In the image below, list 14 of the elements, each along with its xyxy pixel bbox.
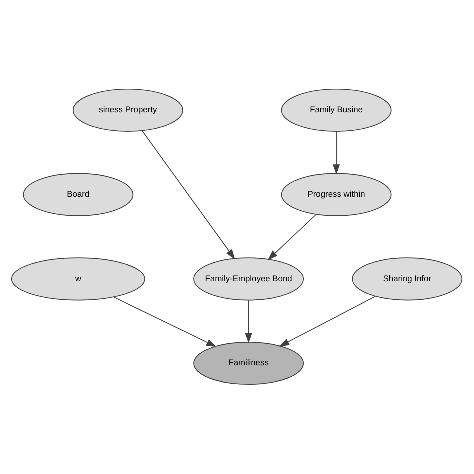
arrow [245, 300, 252, 344]
node-ellipse: Familiness [194, 342, 304, 386]
arrow [333, 131, 340, 175]
arrow [142, 130, 236, 260]
node-ellipse: Progress within [281, 173, 392, 216]
node-ellipse: w [11, 258, 146, 301]
node-ellipse: Board [23, 173, 134, 216]
arrow [279, 296, 376, 347]
arrow [113, 296, 217, 348]
node-ellipse: Family-Employee Bond [194, 258, 304, 301]
arrow [268, 214, 317, 260]
node-ellipse: Sharing Infor [352, 258, 463, 301]
node-ellipse: siness Property [72, 88, 184, 132]
node-ellipse: Family Busine [281, 88, 392, 132]
